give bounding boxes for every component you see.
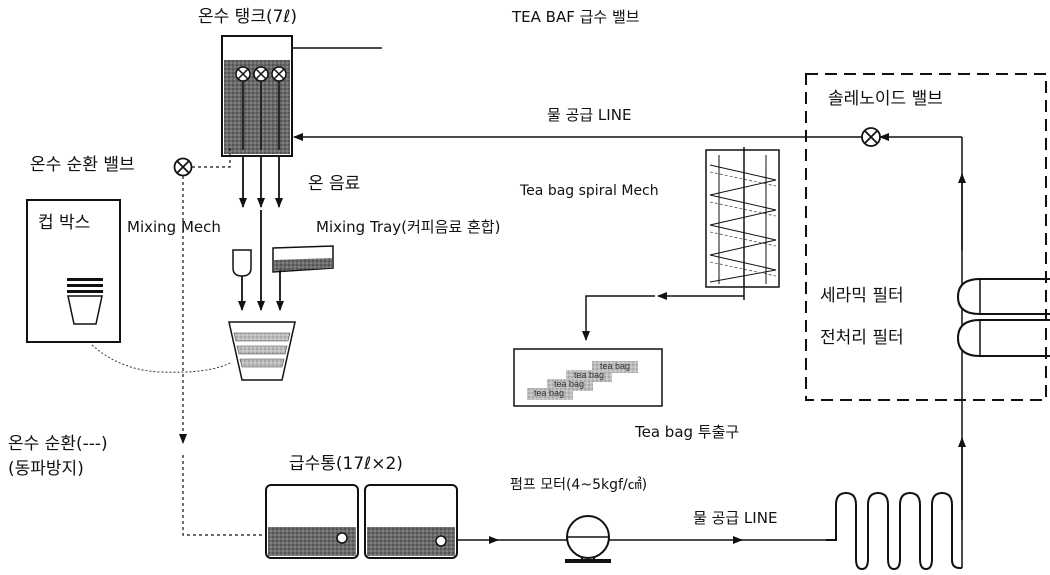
hot-tank-label: 온수 탱크(7ℓ) bbox=[198, 7, 298, 27]
cup-box-label: 컵 박스 bbox=[38, 213, 91, 233]
pre-filter-label: 전처리 필터 bbox=[820, 328, 904, 348]
pre-filter bbox=[956, 319, 1050, 357]
mixing-mech-label: Mixing Mech bbox=[127, 218, 221, 236]
top-supply-line-label: 물 공급 LINE bbox=[547, 106, 632, 124]
ceramic-filter bbox=[956, 278, 1050, 315]
circulation-line-lower bbox=[182, 455, 266, 536]
solenoid-valve-label: 솔레노이드 밸브 bbox=[828, 89, 943, 109]
supply-tank-left bbox=[265, 484, 359, 559]
hot-drink-flow-arrows bbox=[239, 156, 283, 208]
solenoid-valve-symbol bbox=[861, 127, 881, 147]
tea-bag-tag-3: tea bag bbox=[554, 379, 585, 389]
tea-bag-tag-1: tea bag bbox=[600, 361, 631, 371]
cup-box bbox=[26, 199, 121, 343]
mixing-flow-arrows bbox=[238, 210, 284, 311]
freeze-protect-label: (동파방지) bbox=[8, 459, 84, 479]
circulation-valve-symbol bbox=[173, 157, 193, 177]
tea-bag-tag-4: tea bag bbox=[534, 388, 565, 398]
baf-valve-label: TEA BAF 급수 밸브 bbox=[512, 8, 640, 26]
tea-outlet-label: Tea bag 투출구 bbox=[635, 423, 740, 441]
circulation-line-upper bbox=[192, 145, 231, 168]
heating-coil bbox=[826, 491, 962, 571]
hot-water-tank bbox=[221, 35, 382, 157]
supply-tank-label: 급수통(17ℓ×2) bbox=[289, 454, 403, 474]
tank-outlet-valves bbox=[235, 66, 287, 82]
mixing-mech bbox=[232, 249, 252, 277]
cup-feed-line bbox=[91, 344, 233, 373]
pump-motor bbox=[565, 515, 611, 563]
outlet-feed-line bbox=[582, 295, 655, 341]
hot-drink-label: 온 음료 bbox=[308, 174, 361, 194]
circulation-line-label: 온수 순환(---) bbox=[8, 434, 108, 454]
tea-spiral-mech bbox=[705, 147, 780, 300]
dispensing-cup bbox=[228, 321, 296, 381]
tea-bag-outlet bbox=[513, 348, 663, 407]
internal-tubes bbox=[242, 81, 280, 150]
mixing-tray-label: Mixing Tray(커피음료 혼합) bbox=[316, 218, 501, 236]
supply-tank-right bbox=[364, 484, 458, 559]
circulation-valve-label: 온수 순환 밸브 bbox=[30, 155, 135, 175]
pump-motor-label: 펌프 모터(4~5kgf/㎠) bbox=[510, 477, 648, 493]
filter-enclosure bbox=[805, 73, 1047, 401]
ceramic-filter-label: 세라믹 필터 bbox=[820, 286, 904, 306]
mixing-tray bbox=[272, 245, 334, 273]
tea-bag-tag-2: tea bag bbox=[574, 370, 605, 380]
tea-spiral-label: Tea bag spiral Mech bbox=[520, 183, 659, 199]
bottom-supply-line-label: 물 공급 LINE bbox=[693, 509, 778, 527]
